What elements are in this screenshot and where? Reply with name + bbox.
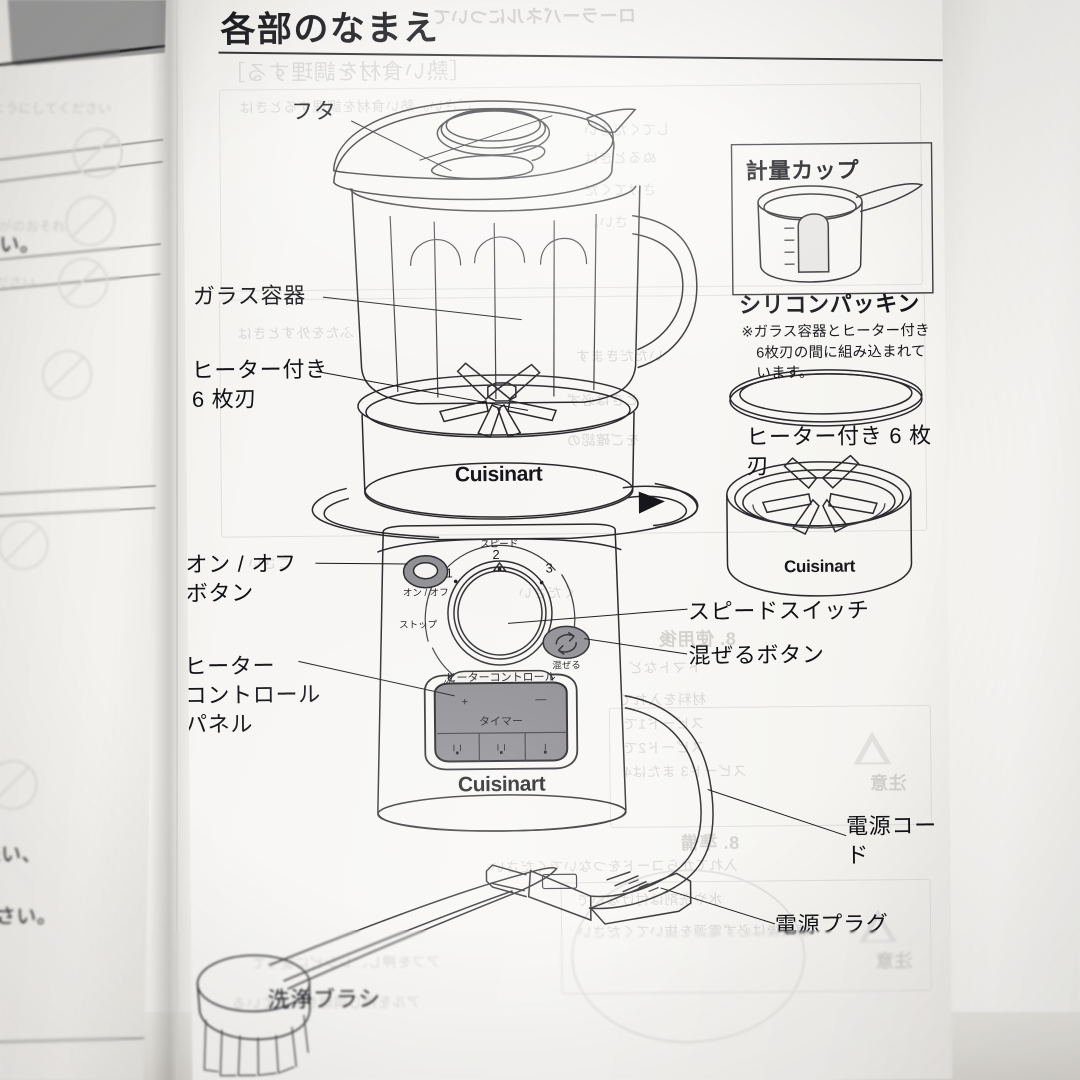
label-heater-control-panel: ヒーター コントロール パネル xyxy=(184,653,322,738)
preset-1-sub: ▪ xyxy=(455,747,459,759)
no-entry-icon xyxy=(0,520,50,570)
left-page-text: ください。 xyxy=(0,906,58,928)
speed-title: スピード xyxy=(480,539,518,550)
brand-logo-base: Cuisinart xyxy=(458,773,546,797)
minus-label: — xyxy=(535,694,546,706)
left-page-rule xyxy=(0,484,166,497)
no-entry-icon xyxy=(64,196,116,246)
label-cleaning-brush: 洗浄ブラシ xyxy=(267,986,381,1013)
preset-2-sub: ▪ xyxy=(499,747,503,759)
label-silicone-gasket-note: ※ガラス容器とヒーター付き 6枚刃の間に組み込まれて います。 xyxy=(741,322,930,382)
plus-label: + xyxy=(462,696,469,708)
preset-1: ╷╷ xyxy=(451,739,464,751)
left-page-faint-text: ようにしてください xyxy=(0,101,112,116)
left-page-text: ない。 xyxy=(0,234,41,256)
speed-mark-3: 3 xyxy=(545,560,552,575)
brand-logo-blade: Cuisinart xyxy=(784,557,856,577)
timer-label: タイマー xyxy=(479,715,523,728)
preset-2: ╷╷ xyxy=(495,739,508,751)
left-page-rule xyxy=(0,506,166,519)
label-lid: フタ xyxy=(291,98,337,124)
left-page-faint-text: ください xyxy=(0,275,36,290)
brand-logo-jar: Cuisinart xyxy=(455,463,543,487)
on-off-label: オン / オフ xyxy=(403,587,449,598)
label-measuring-cup: 計量カップ xyxy=(745,157,860,184)
label-mix-button: 混ぜるボタン xyxy=(688,641,825,669)
heater-control-title: ヒーターコントロール xyxy=(446,670,556,684)
right-page: ローラーバネルについて ［熱い食材を調理する］ ごさい。熱い食材を調理するときは… xyxy=(182,0,953,1080)
label-heater-blade-right: ヒーター付き 6 枚刃 xyxy=(746,422,932,479)
label-glass-jar: ガラス容器 xyxy=(192,282,307,309)
label-silicone-gasket: シリコンパッキン xyxy=(738,290,921,318)
label-power-cord: 電源コード xyxy=(845,812,937,868)
speed-mark-2: 2 xyxy=(492,547,499,562)
speed-mark-1: 1 xyxy=(445,565,452,580)
preset-3-sub: ▪ xyxy=(543,747,547,759)
label-power-plug: 電源プラグ xyxy=(774,911,889,938)
no-entry-icon xyxy=(0,760,39,810)
label-speed-switch: スピードスイッチ xyxy=(687,597,870,625)
no-entry-icon xyxy=(57,258,109,308)
preset-3: ╷ xyxy=(542,739,549,751)
left-page-rule xyxy=(0,1037,166,1044)
page-gutter-fold xyxy=(176,0,178,1080)
left-page-text: で洗い、 xyxy=(0,844,43,866)
stop-label: ストップ xyxy=(399,620,438,631)
desk-right-edge xyxy=(930,0,1080,1080)
mix-label: 混ぜる xyxy=(552,660,581,671)
label-on-off-button: オン / オフ ボタン xyxy=(185,550,297,607)
no-entry-icon xyxy=(72,128,124,178)
label-heater-blade-left: ヒーター付き 6 枚刃 xyxy=(191,356,328,412)
left-page: ようにしてください けがのおそれ ください ない。 で洗い、 ください。 xyxy=(0,0,166,1080)
blender-diagram: Cuisinart スピード 1 2 xyxy=(196,100,934,1077)
no-entry-icon xyxy=(41,350,93,400)
